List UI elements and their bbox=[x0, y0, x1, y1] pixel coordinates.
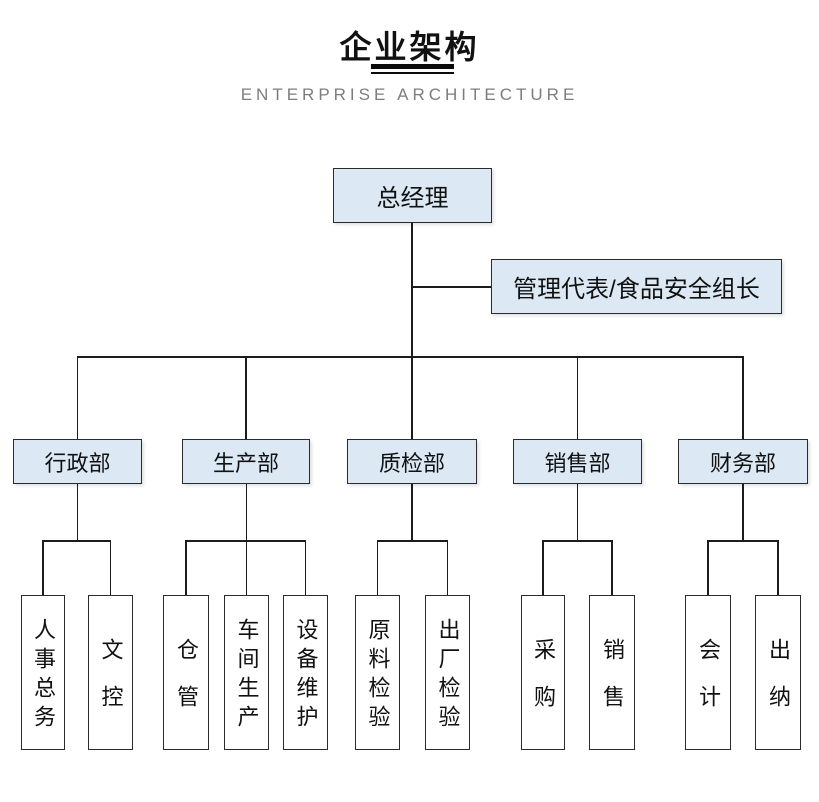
connector-line bbox=[245, 356, 247, 439]
leaf-box-equipment-maintenance: 设备维护 bbox=[283, 595, 328, 750]
connector-line bbox=[76, 484, 79, 541]
title-underline-thin bbox=[371, 72, 454, 74]
dept-label: 行政部 bbox=[44, 450, 111, 476]
node-label: 管理代表/食品安全组长 bbox=[513, 276, 760, 303]
leaf-label: 出厂检验 bbox=[435, 618, 461, 734]
connector-line bbox=[576, 356, 579, 439]
leaf-box-hr-general-affairs: 人事总务 bbox=[21, 595, 65, 750]
leaf-label: 人事总务 bbox=[31, 618, 56, 734]
dept-label: 生产部 bbox=[212, 450, 279, 476]
leaf-label: 仓管 bbox=[174, 638, 199, 732]
connector-line bbox=[304, 540, 307, 595]
connector-line bbox=[446, 540, 449, 595]
leaf-box-procurement: 采购 bbox=[521, 595, 565, 750]
dept-box-finance: 财务部 bbox=[678, 439, 808, 484]
connector-line bbox=[411, 223, 413, 357]
leaf-label: 文控 bbox=[98, 638, 124, 732]
connector-line bbox=[376, 540, 379, 595]
connector-line bbox=[777, 540, 779, 595]
leaf-box-warehouse: 仓管 bbox=[163, 595, 209, 750]
dept-label: 销售部 bbox=[544, 450, 611, 476]
title-underline-thick bbox=[371, 64, 454, 69]
connector-line bbox=[377, 540, 448, 542]
connector-line bbox=[109, 540, 112, 595]
leaf-box-workshop-production: 车间生产 bbox=[224, 595, 269, 750]
dept-box-admin: 行政部 bbox=[13, 439, 142, 484]
node-label: 总经理 bbox=[376, 185, 449, 212]
connector-line bbox=[76, 356, 744, 358]
dept-label: 质检部 bbox=[378, 450, 445, 476]
connector-line bbox=[185, 540, 187, 595]
dept-box-sales: 销售部 bbox=[513, 439, 642, 484]
connector-line bbox=[245, 484, 248, 541]
leaf-label: 销售 bbox=[600, 638, 625, 732]
connector-line bbox=[742, 484, 744, 541]
page-subtitle: ENTERPRISE ARCHITECTURE bbox=[240, 85, 579, 104]
dept-box-quality: 质检部 bbox=[347, 439, 477, 484]
connector-line bbox=[42, 540, 44, 595]
leaf-box-raw-material-inspection: 原料检验 bbox=[355, 595, 400, 750]
leaf-box-document-control: 文控 bbox=[88, 595, 133, 750]
leaf-box-sales: 销售 bbox=[589, 595, 635, 750]
leaf-label: 出纳 bbox=[766, 638, 791, 732]
leaf-label: 设备维护 bbox=[293, 618, 319, 734]
dept-label: 财务部 bbox=[709, 450, 776, 476]
connector-line bbox=[411, 356, 413, 439]
connector-line bbox=[611, 540, 613, 595]
connector-line bbox=[708, 540, 779, 542]
connector-line bbox=[576, 484, 579, 541]
connector-line bbox=[742, 356, 744, 439]
node-management-representative: 管理代表/食品安全组长 bbox=[491, 259, 782, 314]
connector-line bbox=[245, 540, 248, 595]
connector-line bbox=[707, 540, 709, 595]
connector-line bbox=[411, 484, 413, 541]
leaf-label: 采购 bbox=[531, 638, 556, 732]
page-title: 企业架构 bbox=[339, 29, 480, 65]
leaf-label: 会计 bbox=[696, 638, 721, 732]
leaf-label: 原料检验 bbox=[365, 618, 391, 734]
connector-line bbox=[43, 540, 111, 542]
leaf-box-outgoing-inspection: 出厂检验 bbox=[425, 595, 470, 750]
connector-line bbox=[76, 356, 79, 439]
node-general-manager: 总经理 bbox=[333, 168, 492, 223]
dept-box-production: 生产部 bbox=[182, 439, 310, 484]
connector-line bbox=[543, 540, 612, 542]
connector-line bbox=[542, 540, 544, 595]
leaf-label: 车间生产 bbox=[234, 618, 260, 734]
leaf-box-cashier: 出纳 bbox=[755, 595, 801, 750]
connector-line bbox=[412, 286, 491, 288]
leaf-box-accounting: 会计 bbox=[685, 595, 731, 750]
